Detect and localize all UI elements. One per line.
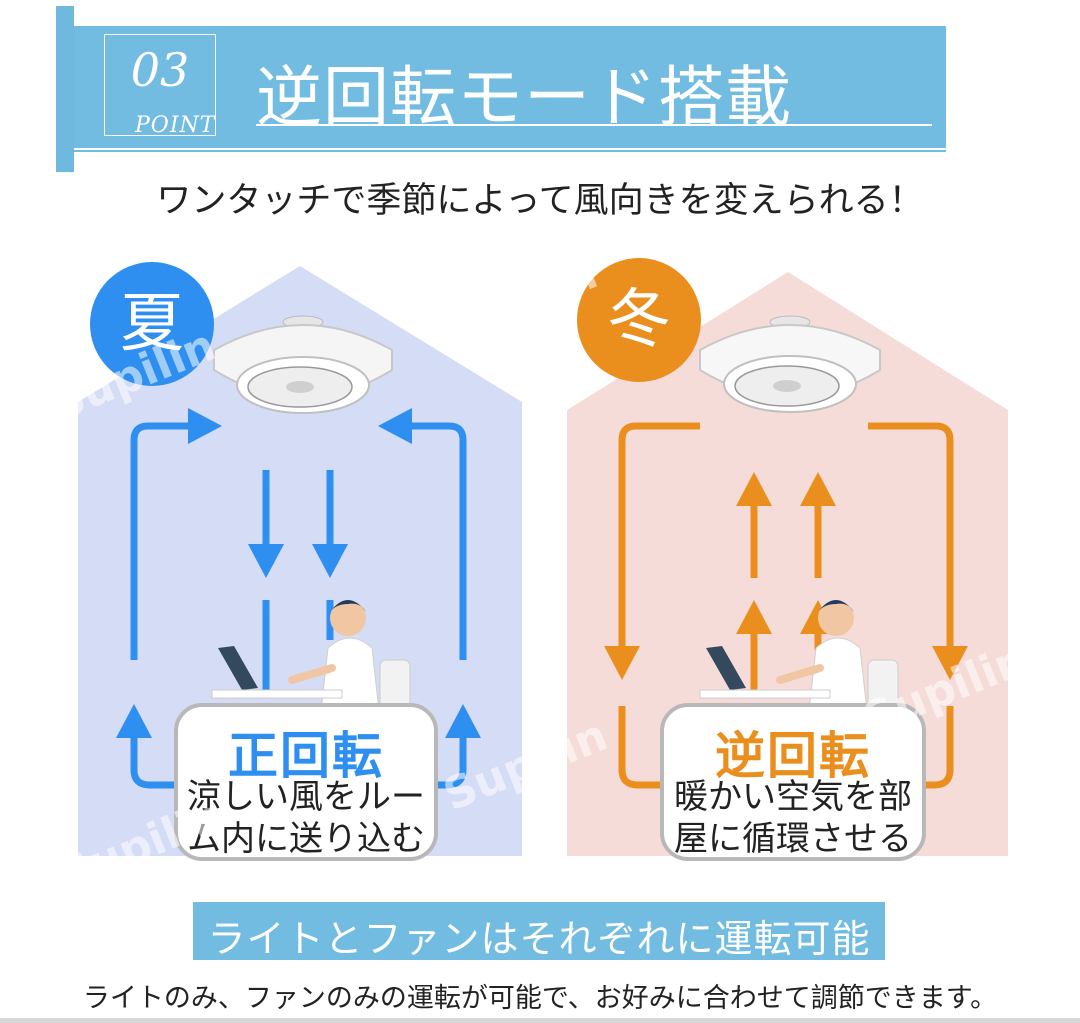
summer-label-panel	[174, 703, 438, 861]
arrow-down-icon	[312, 544, 348, 578]
arrow-up-icon	[445, 704, 481, 738]
winter-desc-line2: 屋に循環させる	[674, 819, 912, 859]
winter-badge: 冬	[577, 258, 701, 382]
winter-airflow	[618, 422, 954, 789]
arrow-right-icon	[188, 408, 222, 444]
title-underline	[256, 124, 932, 126]
page-title: 逆回転モード搭載	[256, 59, 792, 136]
feature-banner-text: ライトとファンはそれぞれに運転可能	[207, 917, 871, 961]
point-label: POINT	[135, 113, 216, 138]
subtitle: ワンタッチで季節によって風向きを変えられる！	[156, 181, 924, 221]
header-accent-bar	[56, 6, 74, 172]
feature-banner: ライトとファンはそれぞれに運転可能	[193, 902, 885, 961]
arrow-up-icon	[736, 600, 772, 634]
arrow-down-icon	[248, 544, 284, 578]
header-divider	[74, 150, 946, 152]
point-badge: 03 POINT	[104, 34, 216, 138]
summer-mode-title: 正回転	[228, 727, 384, 785]
bottom-divider	[0, 1018, 1080, 1023]
ceiling-fan-icon	[699, 315, 881, 413]
arrow-down-icon	[932, 646, 968, 680]
summer-desc-line1: 涼しい風をルー	[187, 777, 425, 817]
arrow-down-icon	[604, 646, 640, 680]
summer-mode-desc: 涼しい風をルー ム内に送り込む	[176, 776, 436, 860]
footer-note: ライトのみ、ファンのみの運転が可能で、お好みに合わせて調節できます。	[82, 983, 998, 1014]
ceiling-fan-icon	[213, 315, 393, 414]
arrow-up-icon	[116, 704, 152, 738]
summer-badge: 夏	[90, 262, 214, 386]
winter-mode-desc: 暖かい空気を部 屋に循環させる	[662, 776, 924, 860]
arrow-left-icon	[378, 408, 412, 444]
arrow-up-icon	[800, 472, 836, 506]
point-number: 03	[130, 43, 190, 97]
winter-label-panel	[660, 703, 926, 861]
winter-mode-title: 逆回転	[715, 727, 871, 785]
header-banner	[74, 26, 946, 148]
arrow-up-icon	[736, 472, 772, 506]
summer-airflow	[130, 422, 467, 789]
summer-desc-line2: ム内に送り込む	[187, 819, 425, 859]
winter-desc-line1: 暖かい空気を部	[674, 777, 912, 817]
